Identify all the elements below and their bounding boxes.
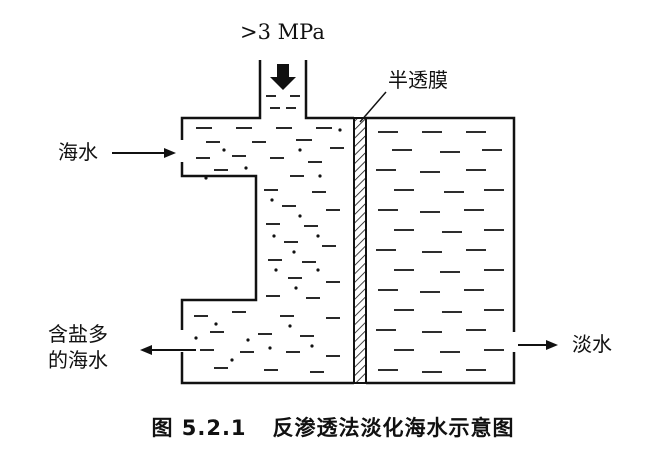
salt-particles-left: [194, 128, 342, 362]
water-dashes-piston: [266, 95, 300, 109]
seawater-inlet-arrow-icon: [112, 148, 176, 158]
brine-outlet-label-line2: 的海水: [48, 348, 108, 372]
fresh-water-label: 淡水: [572, 332, 612, 356]
water-dashes-right: [376, 131, 504, 373]
figure-caption: 图 5.2.1 反渗透法淡化海水示意图: [0, 412, 666, 442]
left-chamber-outline: [180, 60, 354, 385]
membrane-label: 半透膜: [388, 68, 448, 92]
brine-outlet-arrow-icon: [140, 345, 196, 355]
semi-permeable-membrane: [353, 117, 367, 384]
fresh-water-outlet-arrow-icon: [518, 340, 558, 350]
pressure-arrow-icon: [270, 64, 296, 90]
membrane-label-pointer: [359, 91, 387, 123]
figure-title: 反渗透法淡化海水示意图: [272, 416, 515, 440]
brine-outlet-label-line1: 含盐多: [48, 322, 108, 346]
pressure-label: >3 MPa: [240, 20, 325, 44]
right-chamber-outline: [366, 116, 516, 385]
water-dashes-left: [194, 127, 344, 373]
seawater-inlet-label: 海水: [58, 140, 98, 164]
figure-number: 图 5.2.1: [151, 416, 247, 440]
